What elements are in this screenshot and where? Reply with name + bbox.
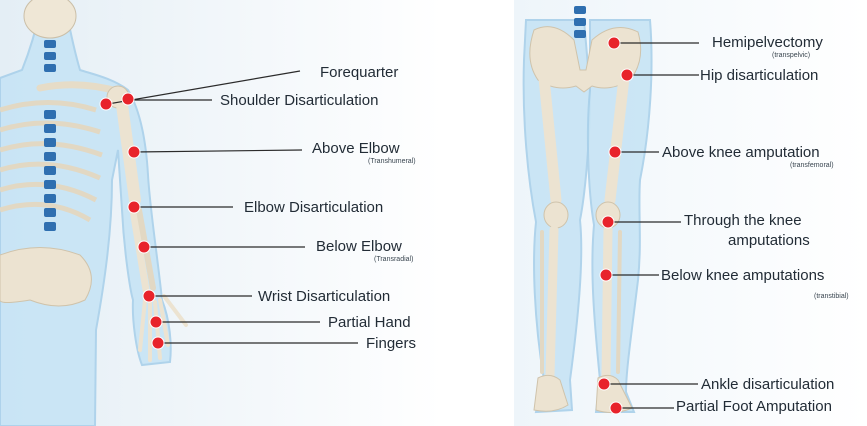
marker-shoulder bbox=[122, 93, 134, 105]
marker-elbow bbox=[128, 201, 140, 213]
marker-hip bbox=[621, 69, 633, 81]
marker-through-knee bbox=[602, 216, 614, 228]
marker-fingers bbox=[152, 337, 164, 349]
marker-ankle bbox=[598, 378, 610, 390]
left-knee bbox=[544, 202, 568, 228]
label-fingers: Fingers bbox=[366, 335, 416, 352]
marker-forequarter bbox=[100, 98, 112, 110]
right-fibula bbox=[618, 232, 620, 372]
lumbar-spine bbox=[574, 6, 586, 38]
label-above-knee-sub: (transfemoral) bbox=[790, 162, 834, 170]
label-wrist-disarticulation: Wrist Disarticulation bbox=[258, 288, 390, 305]
label-partial-hand: Partial Hand bbox=[328, 314, 411, 331]
label-above-elbow-sub: (Transhumeral) bbox=[368, 158, 416, 166]
marker-below-elbow bbox=[138, 241, 150, 253]
marker-hemipelvectomy bbox=[608, 37, 620, 49]
marker-partial-foot bbox=[610, 402, 622, 414]
label-above-knee: Above knee amputation bbox=[662, 144, 820, 161]
label-below-knee: Below knee amputations bbox=[661, 267, 824, 284]
label-above-elbow: Above Elbow bbox=[312, 140, 400, 157]
left-tibia bbox=[550, 230, 554, 375]
label-below-elbow-sub: (Transradial) bbox=[374, 256, 413, 264]
skull bbox=[24, 0, 76, 38]
marker-below-knee bbox=[600, 269, 612, 281]
marker-partial-hand bbox=[150, 316, 162, 328]
marker-wrist bbox=[143, 290, 155, 302]
label-shoulder-disarticulation: Shoulder Disarticulation bbox=[220, 92, 378, 109]
lower-limb-panel: Hemipelvectomy (transpelvic) Hip disarti… bbox=[514, 0, 867, 426]
label-hip-disarticulation: Hip disarticulation bbox=[700, 67, 818, 84]
marker-above-knee bbox=[609, 146, 621, 158]
label-below-knee-sub: (transtibial) bbox=[814, 293, 849, 301]
label-partial-foot: Partial Foot Amputation bbox=[676, 398, 832, 415]
marker-above-elbow bbox=[128, 146, 140, 158]
pelvis bbox=[0, 248, 91, 307]
label-hemipelvectomy-sub: (transpelvic) bbox=[772, 52, 810, 60]
label-elbow-disarticulation: Elbow Disarticulation bbox=[244, 199, 383, 216]
label-below-elbow: Below Elbow bbox=[316, 238, 402, 255]
label-ankle-disarticulation: Ankle disarticulation bbox=[701, 376, 834, 393]
label-hemipelvectomy: Hemipelvectomy bbox=[712, 34, 823, 51]
right-tibia bbox=[606, 230, 608, 375]
upper-limb-panel: Forequarter Shoulder Disarticulation Abo… bbox=[0, 0, 442, 426]
label-through-knee-line1: Through the knee bbox=[684, 212, 802, 229]
label-through-knee-line2: amputations bbox=[728, 232, 810, 249]
label-forequarter: Forequarter bbox=[320, 64, 398, 81]
